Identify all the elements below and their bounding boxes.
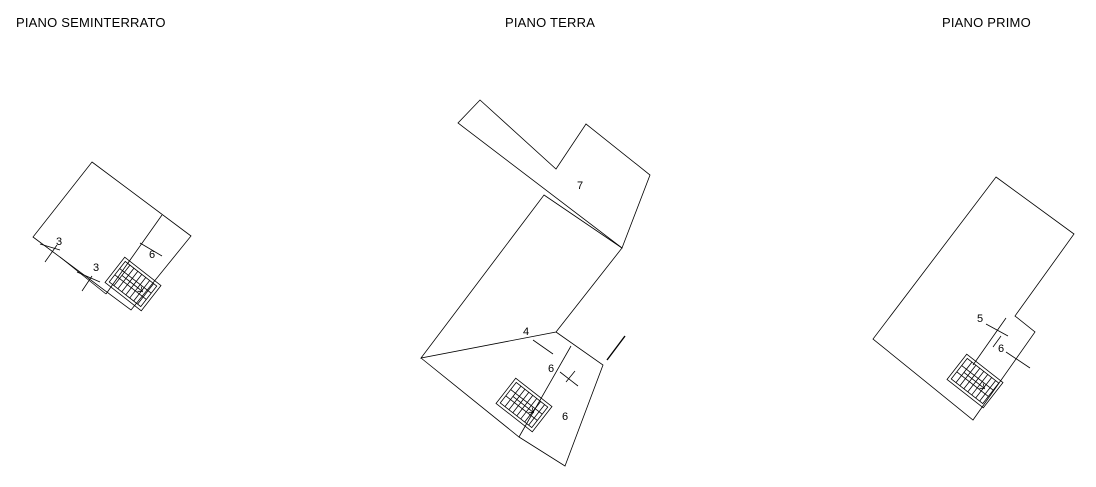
room-label: 4 (523, 326, 529, 338)
plan-primo: 5 6 (872, 176, 1075, 421)
section-mark (44, 244, 58, 263)
floor-title-seminterrato: PIANO SEMINTERRATO (16, 15, 166, 30)
plan-wall (518, 345, 572, 438)
room-label: 6 (548, 363, 554, 375)
room-label: 6 (149, 249, 155, 261)
section-mark (76, 271, 101, 283)
section-mark (985, 323, 1009, 337)
plan-outline-lower (420, 331, 604, 467)
plan-terra: 7 4 6 6 (420, 99, 651, 467)
room-label: 7 (577, 180, 583, 192)
section-mark (139, 242, 163, 257)
section-mark (559, 371, 579, 387)
section-mark (565, 370, 576, 383)
plan-outline (32, 161, 192, 311)
plan-seminterrato: 3 3 6 (32, 161, 192, 312)
staircase (946, 353, 1004, 409)
room-label: 6 (562, 411, 568, 423)
plan-outline-wing (457, 99, 651, 249)
section-mark (81, 275, 93, 292)
section-mark (1005, 351, 1031, 369)
staircase (104, 256, 162, 312)
section-mark (39, 243, 61, 251)
plan-outline-main (420, 194, 623, 359)
north-mark (606, 335, 626, 361)
section-mark (532, 339, 554, 355)
section-mark (992, 335, 1002, 348)
floor-title-terra: PIANO TERRA (505, 15, 596, 30)
room-label: 6 (998, 343, 1004, 355)
plan-wall (59, 256, 107, 295)
room-label: 5 (977, 313, 983, 325)
plan-wall (105, 214, 163, 295)
plan-wall (972, 317, 1007, 366)
room-label: 3 (93, 262, 99, 274)
staircase (495, 377, 553, 433)
room-label: 3 (56, 236, 62, 248)
plan-outline (872, 176, 1075, 421)
floor-title-primo: PIANO PRIMO (942, 15, 1031, 30)
